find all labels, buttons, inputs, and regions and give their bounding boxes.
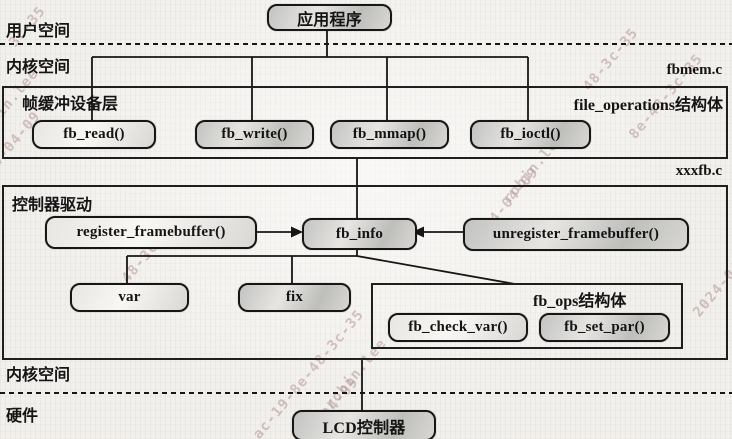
fb-info-node: fb_info xyxy=(302,218,417,250)
file-operations-struct-label: file_operations结构体 xyxy=(573,97,723,114)
fix-node: fix xyxy=(238,283,351,312)
xxxfb-driver-frame xyxy=(2,185,728,360)
fb-set-par-node: fb_set_par() xyxy=(539,313,670,342)
lcd-controller-node: LCD控制器 xyxy=(292,410,436,439)
fb-ops-struct-label: fb_ops结构体 xyxy=(533,293,627,310)
fbmem-layer-frame xyxy=(2,86,728,159)
fb-read-node: fb_read() xyxy=(32,120,156,149)
hardware-label: 硬件 xyxy=(6,406,39,425)
app-node: 应用程序 xyxy=(267,4,392,31)
register-framebuffer-node: register_framebuffer() xyxy=(45,216,257,249)
fb-mmap-node: fb_mmap() xyxy=(330,120,449,149)
var-node: var xyxy=(70,283,189,312)
fb-ioctl-node: fb_ioctl() xyxy=(470,120,591,149)
user-space-label: 用户空间 xyxy=(6,21,71,40)
kernel-space-bottom-label: 内核空间 xyxy=(6,365,71,384)
fb-write-node: fb_write() xyxy=(195,120,314,149)
fbmem-filename-label: fbmem.c xyxy=(666,62,722,78)
fb-check-var-node: fb_check_var() xyxy=(388,313,528,342)
watermark-text: 48-3c-35 xyxy=(580,24,642,95)
fb-ops-struct-frame xyxy=(371,283,683,349)
controller-driver-label: 控制器驱动 xyxy=(12,195,93,214)
framebuffer-device-layer-label: 帧缓冲设备层 xyxy=(22,94,119,113)
unregister-framebuffer-node: unregister_framebuffer() xyxy=(463,218,689,251)
kernel-space-top-label: 内核空间 xyxy=(6,57,71,76)
xxxfb-filename-label: xxxfb.c xyxy=(675,163,722,179)
